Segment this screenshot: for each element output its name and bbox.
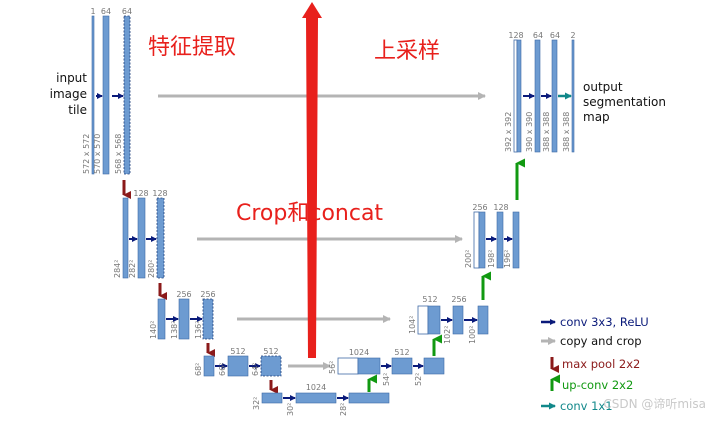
feature-map-u4a <box>357 357 381 375</box>
feature-map-u3c <box>477 305 489 335</box>
feature-map-e3b <box>178 298 190 340</box>
feature-map-e3a <box>157 298 166 340</box>
feature-map-e2c <box>156 197 165 279</box>
channel-label: 128 <box>133 189 148 198</box>
input-label-line1: input <box>56 71 87 85</box>
size-label: 282² <box>128 260 137 278</box>
feature-map-e4b <box>227 355 249 377</box>
size-label: 570 x 570 <box>93 134 102 174</box>
feature-map-u1b <box>534 39 541 153</box>
channel-label: 512 <box>394 348 409 357</box>
channel-label: 1024 <box>349 348 369 357</box>
annotation-feature-extraction: 特征提取 <box>148 35 236 60</box>
size-label: 64² <box>251 363 260 376</box>
feature-map-u3b <box>452 305 464 335</box>
legend-pool-label: max pool 2x2 <box>562 357 640 371</box>
feature-map-b2 <box>295 392 337 404</box>
feature-map-e3c <box>202 298 214 340</box>
size-label: 388 x 388 <box>562 112 571 152</box>
channel-label: 1 <box>90 7 95 16</box>
channel-label: 128 <box>152 189 167 198</box>
size-label: 28² <box>339 403 348 416</box>
size-label: 68² <box>194 363 203 376</box>
size-label: 392 x 392 <box>504 112 513 152</box>
feature-map-u2a <box>478 211 486 269</box>
channel-label: 64 <box>533 31 543 40</box>
size-label: 280² <box>147 260 156 278</box>
size-label: 102² <box>443 326 452 344</box>
input-label-line3: tile <box>68 103 87 117</box>
feature-map-u2b <box>496 211 504 269</box>
channel-label: 512 <box>263 347 278 356</box>
channel-label: 256 <box>451 295 466 304</box>
size-label: 388 x 388 <box>542 112 551 152</box>
input-label-line2: image <box>50 87 87 101</box>
channel-label: 256 <box>472 203 487 212</box>
feature-map-output <box>571 39 575 153</box>
annotation-crop-concat: Crop和concat <box>236 201 383 226</box>
feature-map-u1c <box>551 39 558 153</box>
feature-map-e4a <box>203 355 215 377</box>
channel-label: 256 <box>176 290 191 299</box>
feature-map-u2-copied <box>473 211 480 269</box>
size-label: 136² <box>194 321 203 339</box>
channel-label: 1024 <box>306 383 326 392</box>
annotation-upsampling: 上采样 <box>374 39 440 64</box>
size-label: 104² <box>408 316 417 334</box>
output-label-line1: output <box>583 80 623 94</box>
feature-map-u1-copied <box>513 39 518 153</box>
feature-map-e1b <box>102 15 110 175</box>
feature-map-b1 <box>261 392 283 404</box>
red-annotation-arrow <box>302 2 322 358</box>
feature-map-u4-copied <box>337 357 359 375</box>
legend: conv 3x3, ReLU copy and crop max pool 2x… <box>541 315 649 413</box>
channel-label: 512 <box>422 295 437 304</box>
output-label-line2: segmentation <box>583 95 666 109</box>
size-label: 56² <box>328 361 337 374</box>
size-label: 284² <box>113 260 122 278</box>
channel-label: 64 <box>550 31 560 40</box>
feature-map-e2a <box>122 197 129 279</box>
legend-copy-label: copy and crop <box>560 334 642 348</box>
size-label: 66² <box>218 363 227 376</box>
channel-label: 2 <box>570 31 575 40</box>
feature-map-u3a <box>427 305 441 335</box>
feature-map-e1a <box>91 15 95 175</box>
feature-map-b3 <box>348 392 390 404</box>
size-label: 30² <box>286 403 295 416</box>
size-label: 572 x 572 <box>82 134 91 174</box>
feature-map-u4c <box>423 357 445 375</box>
feature-map-u1a <box>516 39 522 153</box>
feature-map-u4b <box>391 357 413 375</box>
feature-map-u2c <box>512 211 520 269</box>
size-label: 390 x 390 <box>525 112 534 152</box>
legend-conv1-label: conv 1x1 <box>560 399 613 413</box>
feature-map-e4c <box>260 355 282 377</box>
size-label: 140² <box>149 321 158 339</box>
channel-label: 128 <box>508 31 523 40</box>
size-label: 52² <box>414 373 423 386</box>
channel-label: 64 <box>122 7 132 16</box>
channel-label: 512 <box>230 347 245 356</box>
feature-map-e2b <box>137 197 146 279</box>
size-label: 32² <box>252 397 261 410</box>
size-label: 54² <box>382 373 391 386</box>
size-label: 198² <box>487 250 496 268</box>
channel-label: 64 <box>101 7 111 16</box>
size-label: 138² <box>170 321 179 339</box>
size-label: 100² <box>468 326 477 344</box>
legend-upconv-label: up-conv 2x2 <box>562 378 633 392</box>
size-label: 200² <box>464 250 473 268</box>
channel-label: 256 <box>200 290 215 299</box>
channel-label: 128 <box>493 203 508 212</box>
feature-map-e1c <box>123 15 131 175</box>
output-label-line3: map <box>583 110 610 124</box>
watermark: CSDN @谛听misa <box>603 396 706 411</box>
feature-map-u3-copied <box>417 305 429 335</box>
legend-conv-label: conv 3x3, ReLU <box>560 315 649 329</box>
size-label: 568 x 568 <box>114 134 123 174</box>
size-label: 196² <box>503 250 512 268</box>
